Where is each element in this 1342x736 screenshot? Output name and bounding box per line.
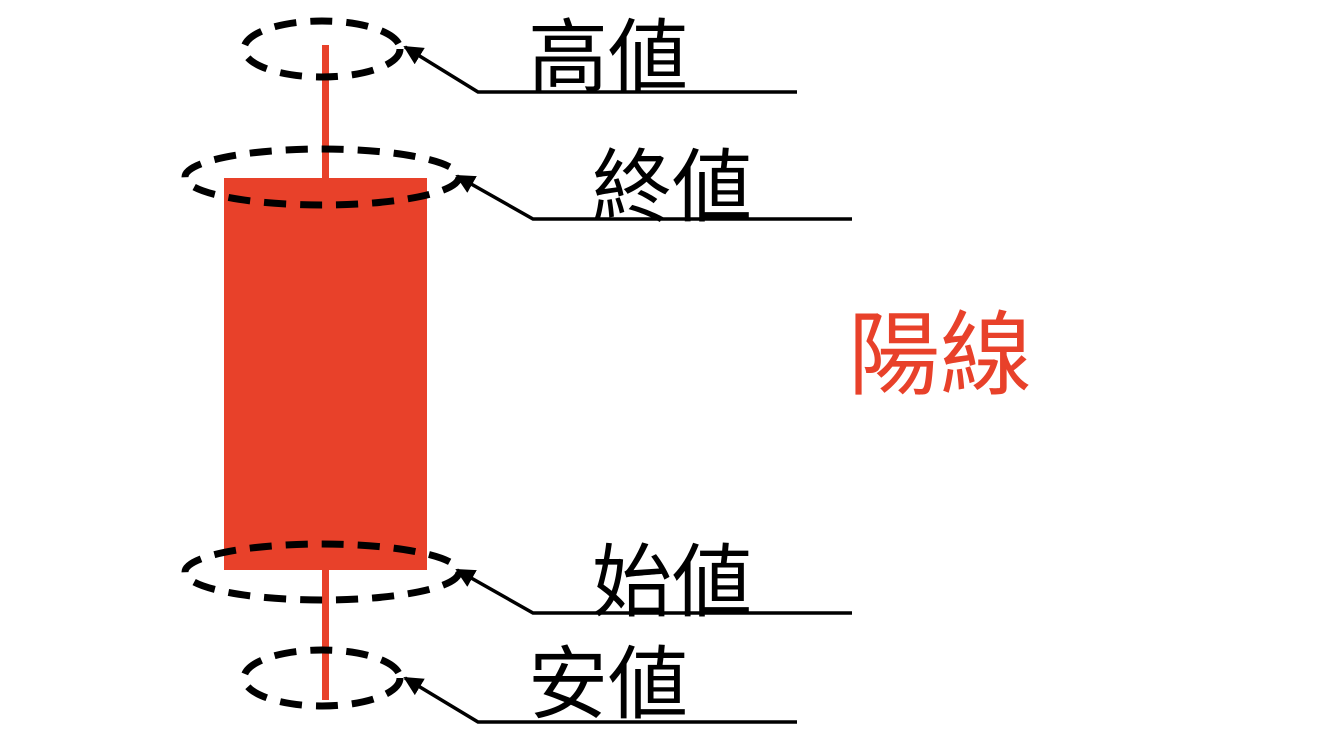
leader-line-open xyxy=(455,568,852,615)
callout-label-low: 安値 xyxy=(528,640,688,729)
leader-line-low xyxy=(403,676,797,724)
callout-label-high: 高値 xyxy=(528,13,688,102)
series-name-label: 陽線 xyxy=(848,305,1033,407)
highlight-ellipse-low xyxy=(240,646,404,710)
leader-line-high xyxy=(403,45,797,94)
leader-line-close xyxy=(455,174,852,221)
candle-body xyxy=(224,178,427,570)
callout-label-close: 終値 xyxy=(592,143,752,232)
callout-label-open: 始値 xyxy=(592,538,752,627)
highlight-ellipse-high xyxy=(240,17,404,81)
